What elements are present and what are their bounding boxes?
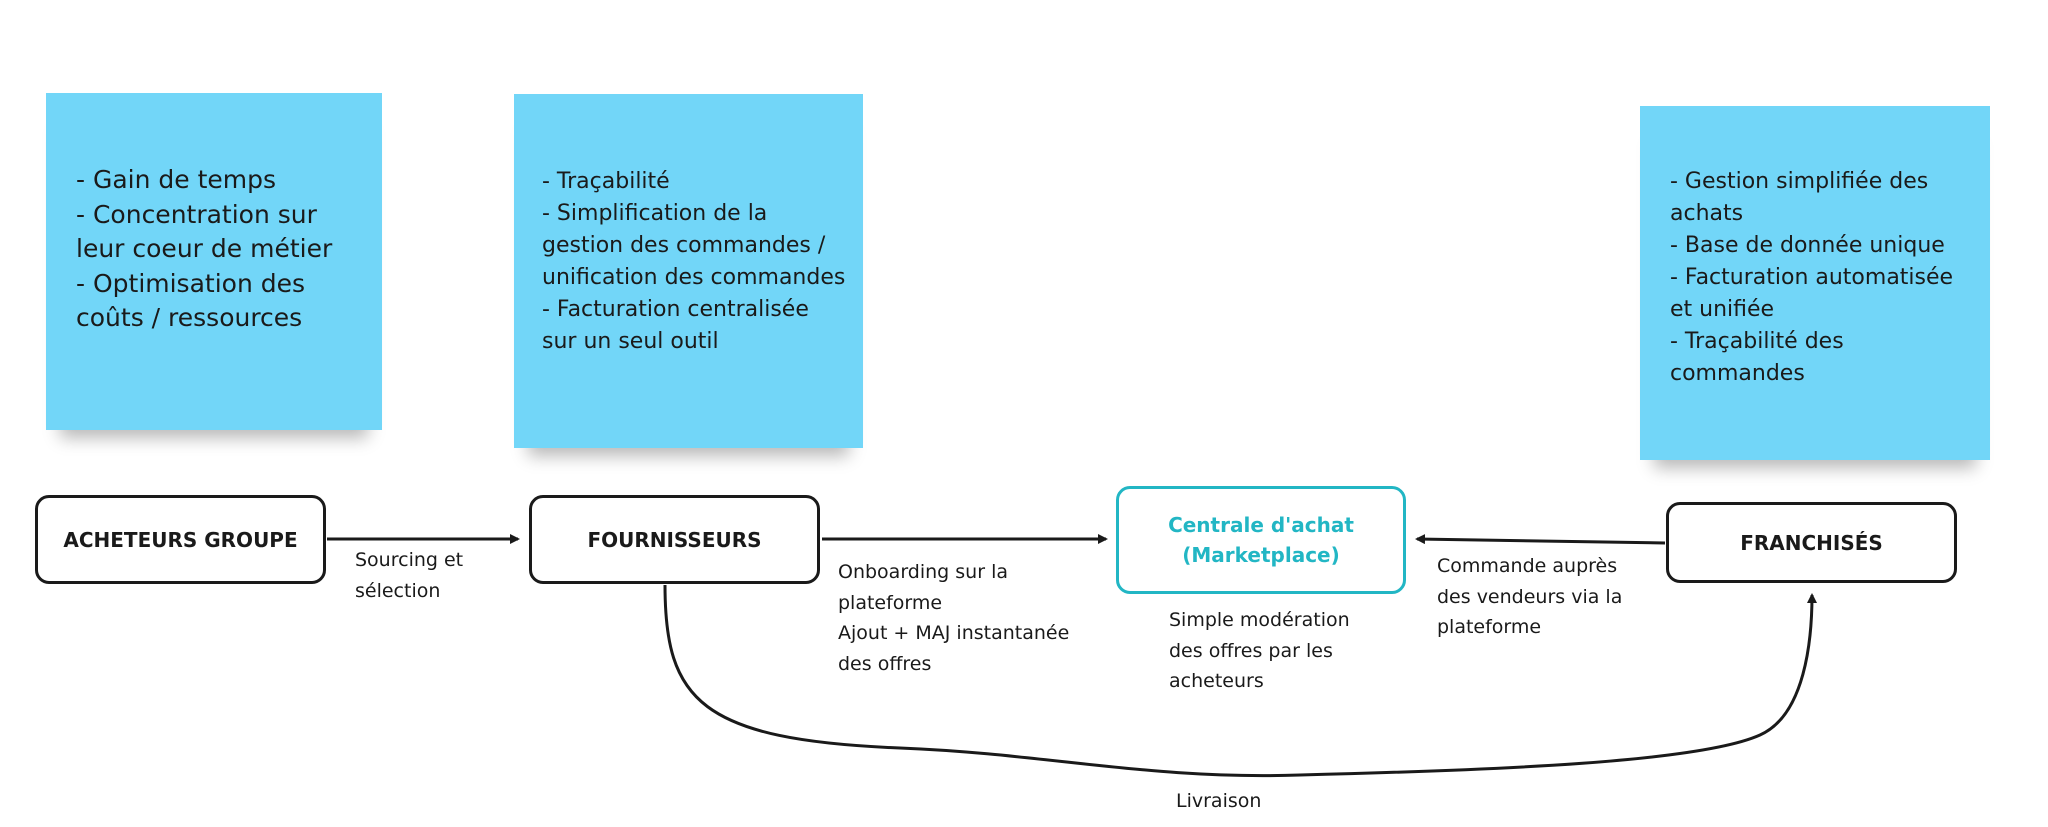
note-line: coûts / ressources	[76, 303, 303, 332]
label-line: des vendeurs via la	[1437, 585, 1623, 608]
note-line: et unifiée	[1670, 297, 1775, 322]
note-line: - Optimisation des	[76, 268, 306, 298]
note-line: - Traçabilité des	[1670, 329, 1844, 354]
node-fournisseurs: FOURNISSEURS	[529, 495, 820, 584]
label-line: plateforme	[1437, 616, 1542, 638]
note-line: gestion des commandes /	[542, 233, 826, 258]
note-line: - Facturation automatisée	[1670, 265, 1954, 290]
label-line: Ajout + MAJ instantanée	[838, 622, 1070, 644]
node-label: Centrale d'achat	[1168, 513, 1354, 537]
edge-label-sourcing: Sourcing et sélection	[355, 545, 463, 606]
node-label: FOURNISSEURS	[587, 527, 762, 552]
note-line: unification des commandes	[542, 265, 846, 290]
node-acheteurs-groupe: ACHETEURS GROUPE	[35, 495, 326, 584]
note-line: - Gain de temps	[76, 165, 277, 194]
note-line: sur un seul outil	[542, 329, 719, 354]
edge-label-commande: Commande auprès des vendeurs via la plat…	[1437, 551, 1622, 643]
note-line: - Traçabilité	[542, 169, 670, 194]
note-line: - Facturation centralisée	[542, 297, 809, 322]
label-line: sélection	[355, 579, 441, 602]
label-line: Sourcing et	[355, 549, 464, 571]
node-label: FRANCHISÉS	[1740, 530, 1883, 555]
label-line: plateforme	[838, 591, 943, 614]
note-line: achats	[1670, 201, 1744, 226]
edge-label-moderation: Simple modération des offres par les ach…	[1169, 605, 1350, 697]
edge-label-onboarding: Onboarding sur la plateforme Ajout + MAJ…	[838, 557, 1069, 679]
node-franchises: FRANCHISÉS	[1666, 502, 1957, 583]
label-line: des offres	[838, 652, 932, 675]
node-label: ACHETEURS GROUPE	[63, 527, 298, 552]
note-line: - Simplification de la	[542, 201, 768, 226]
edge-livraison	[663, 584, 1817, 778]
note-line: - Concentration sur	[76, 199, 317, 229]
label-line: Commande auprès	[1437, 555, 1618, 577]
edge-label-livraison: Livraison	[1176, 790, 1262, 812]
sticky-note-acheteurs: - Gain de temps - Concentration sur leur…	[46, 93, 382, 430]
note-line: commandes	[1670, 361, 1805, 386]
node-centrale-achat: Centrale d'achat (Marketplace)	[1116, 486, 1406, 594]
sticky-note-franchises: - Gestion simplifiée des achats - Base d…	[1640, 106, 1990, 460]
note-line: leur coeur de métier	[76, 234, 333, 263]
edge-commande	[1415, 534, 1666, 545]
label-line: Simple modération	[1169, 609, 1350, 631]
note-line: - Gestion simplifiée des	[1670, 169, 1929, 194]
label-line: des offres par les	[1169, 639, 1333, 662]
sticky-note-fournisseurs: - Traçabilité - Simplification de la ges…	[514, 94, 863, 448]
label-line: acheteurs	[1169, 670, 1264, 692]
label-line: Onboarding sur la	[838, 561, 1008, 583]
node-label: (Marketplace)	[1182, 543, 1340, 567]
note-line: - Base de donnée unique	[1670, 233, 1945, 258]
